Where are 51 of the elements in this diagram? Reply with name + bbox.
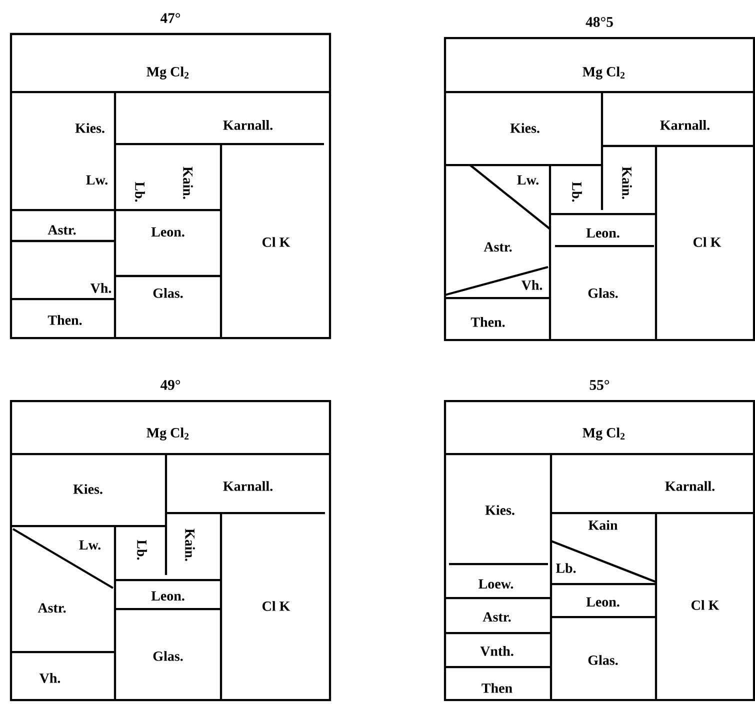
field-label: Lw.: [79, 540, 100, 550]
field-label: Kies.: [75, 123, 104, 133]
node-label: 55°: [590, 380, 610, 390]
field-label: Karnall.: [660, 120, 710, 130]
field-label: Mg Cl$_{2}$: [146, 428, 189, 440]
field-label: Mg Cl$_{2}$: [582, 66, 625, 80]
field-label: Leon.: [586, 597, 620, 607]
field-label: Astr.: [484, 242, 512, 252]
field-label: Kies.: [73, 484, 102, 494]
field-label: Vh.: [39, 673, 60, 683]
field-label: Vh.: [90, 283, 112, 293]
field-label: Cl K: [262, 237, 290, 247]
field-label: Astr.: [38, 603, 66, 613]
field-label: Glas.: [588, 288, 618, 298]
field-label: Kain.: [622, 166, 632, 199]
field-label: Lb.: [135, 182, 145, 202]
field-label: Kies.: [485, 505, 514, 515]
field-label: Cl K: [694, 237, 722, 247]
field-label: Leon.: [151, 591, 184, 601]
field-label: Karnall.: [223, 120, 272, 130]
field-label: Lb.: [137, 540, 147, 560]
field-label: Kain.: [185, 528, 195, 561]
field-label: Vnth.: [480, 646, 514, 656]
field-label: Astr.: [482, 612, 511, 622]
field-label: Loew.: [478, 579, 514, 589]
field-label: Then: [482, 683, 512, 693]
field-label: Vh.: [521, 280, 542, 290]
node-label: 48°5: [586, 17, 613, 27]
field-label: Mg Cl$_{2}$: [582, 428, 625, 440]
field-label: Kain: [588, 520, 618, 530]
field-label: Then.: [48, 315, 82, 325]
field-label: Cl K: [692, 600, 720, 610]
field-label: Lb.: [572, 182, 582, 202]
field-label: Glas.: [588, 655, 618, 665]
field-label: Lw.: [517, 175, 538, 185]
field-label: Astr.: [48, 225, 76, 235]
field-label: Kain.: [183, 166, 193, 199]
field-label: Karnall.: [223, 481, 272, 491]
field-label: Leon.: [151, 227, 184, 237]
node-label: 47°: [160, 13, 180, 23]
field-label: Cl K: [262, 601, 290, 611]
field-label: Lw.: [86, 175, 108, 185]
field-label: Glas.: [153, 651, 183, 661]
field-label: Glas.: [153, 288, 183, 298]
field-label: Kies.: [510, 123, 540, 133]
field-label: Leon.: [586, 228, 620, 238]
field-label: Mg Cl$_{2}$: [146, 66, 189, 80]
node-label: 49°: [160, 380, 180, 390]
field-label: Karnall.: [665, 481, 714, 491]
field-label: Then.: [470, 317, 505, 327]
field-label: Lb.: [556, 563, 576, 573]
